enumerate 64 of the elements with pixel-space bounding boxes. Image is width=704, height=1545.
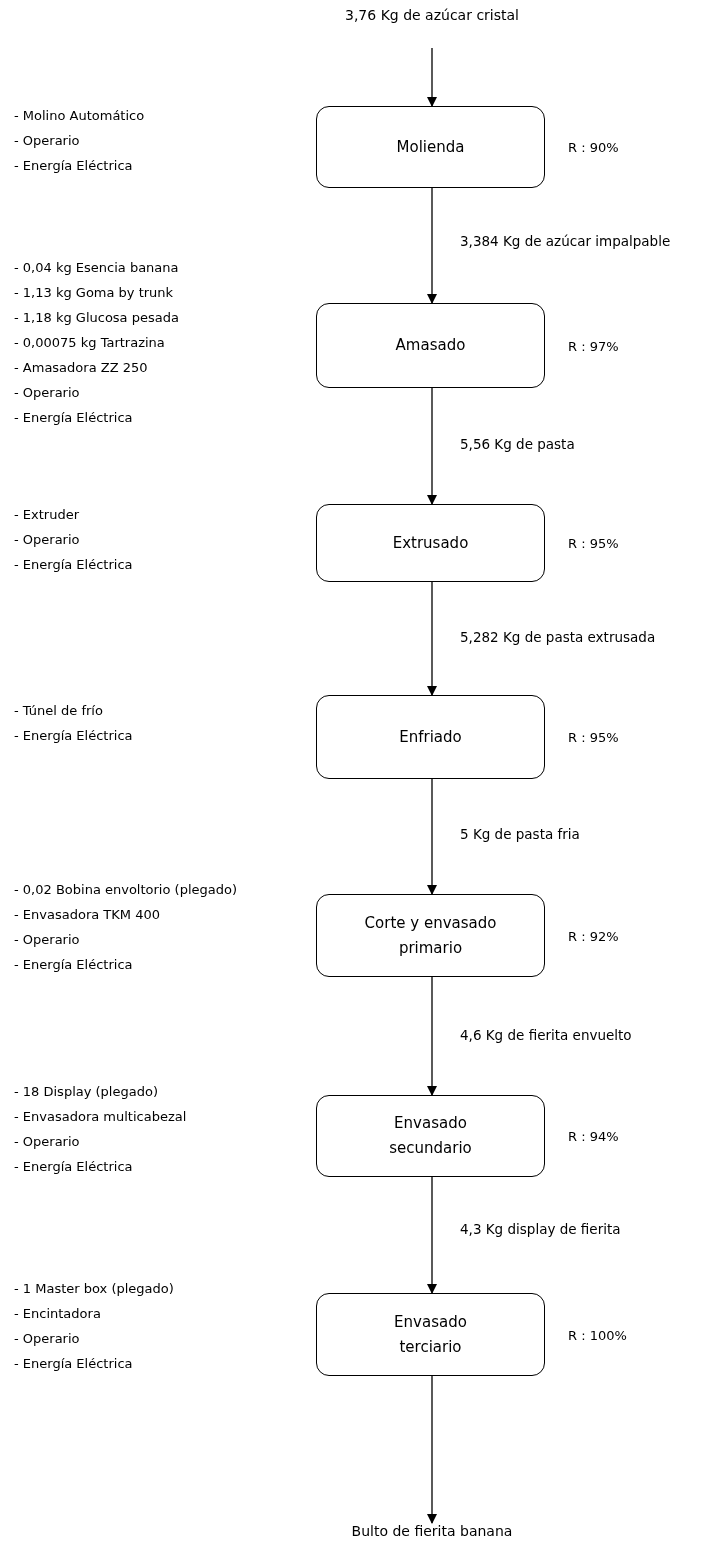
input-item: - 1,13 kg Goma by trunk <box>14 284 174 302</box>
process-label: Envasado terciario <box>393 1311 468 1358</box>
process-box <box>316 1293 545 1376</box>
edge-label: 3,384 Kg de azúcar impalpable <box>460 233 671 249</box>
input-item: - Operario <box>14 132 80 150</box>
input-item: - Energía Eléctrica <box>14 1355 133 1373</box>
input-item: - Operario <box>14 1330 80 1348</box>
arrow <box>427 1176 437 1294</box>
flow-text: Bulto de fierita banana <box>351 1523 513 1539</box>
flow-text: 3,76 Kg de azúcar cristal <box>345 7 519 23</box>
process-label: Molienda <box>395 136 466 158</box>
edge-label: 5 Kg de pasta fria <box>460 826 580 842</box>
process-box <box>316 303 545 388</box>
process-label: Amasado <box>394 335 467 356</box>
process-box <box>316 504 545 582</box>
yield-label: R : 95% <box>568 535 619 551</box>
input-item: - Amasadora ZZ 250 <box>14 359 148 377</box>
process-label: Envasado secundario <box>388 1113 473 1159</box>
input-item: - 0,04 kg Esencia banana <box>14 259 179 277</box>
yield-label: R : 97% <box>568 338 619 353</box>
input-item: - 0,00075 kg Tartrazina <box>14 334 165 352</box>
arrow <box>427 47 437 107</box>
input-item: - Energía Eléctrica <box>14 157 133 175</box>
input-item: - Operario <box>14 384 80 402</box>
input-item: - Envasadora TKM 400 <box>14 906 160 924</box>
input-item: - Operario <box>14 531 80 549</box>
input-item: - Operario <box>14 1133 80 1151</box>
yield-label: R : 95% <box>568 729 619 745</box>
arrow <box>427 976 437 1096</box>
yield-label: R : 100% <box>568 1327 627 1342</box>
input-item: - Extruder <box>14 506 79 524</box>
input-item: - 0,02 Bobina envoltorio (plegado) <box>14 881 237 899</box>
input-item: - 18 Display (plegado) <box>14 1083 158 1101</box>
input-item: - 1,18 kg Glucosa pesada <box>14 309 179 327</box>
input-item: - Energía Eléctrica <box>14 956 133 974</box>
input-item: - Encintadora <box>14 1305 101 1323</box>
input-item: - 1 Master box (plegado) <box>14 1280 174 1298</box>
yield-label: R : 92% <box>568 928 619 943</box>
edge-label: 5,56 Kg de pasta <box>460 436 575 452</box>
input-item: - Energía Eléctrica <box>14 409 133 427</box>
process-box <box>316 894 545 977</box>
input-item: - Energía Eléctrica <box>14 556 133 574</box>
yield-label: R : 90% <box>568 139 619 155</box>
arrow <box>427 778 437 895</box>
input-item: - Túnel de frío <box>14 702 103 720</box>
edge-label: 4,3 Kg display de fierita <box>460 1221 621 1237</box>
input-item: - Operario <box>14 931 80 949</box>
process-box <box>316 695 545 779</box>
input-item: - Envasadora multicabezal <box>14 1108 187 1126</box>
yield-label: R : 94% <box>568 1128 619 1144</box>
process-box <box>316 106 545 188</box>
process-label: Corte y envasado primario <box>363 912 498 959</box>
input-item: - Energía Eléctrica <box>14 1158 133 1176</box>
input-item: - Molino Automático <box>14 107 145 125</box>
edge-label: 5,282 Kg de pasta extrusada <box>460 629 656 645</box>
arrow <box>427 387 437 505</box>
arrow <box>427 187 437 304</box>
edge-label: 4,6 Kg de fierita envuelto <box>460 1027 632 1043</box>
process-label: Extrusado <box>391 532 470 554</box>
arrow <box>427 581 437 696</box>
process-label: Enfriado <box>398 726 463 748</box>
input-item: - Energía Eléctrica <box>14 727 133 745</box>
arrow <box>427 1375 437 1524</box>
process-box <box>316 1095 545 1177</box>
